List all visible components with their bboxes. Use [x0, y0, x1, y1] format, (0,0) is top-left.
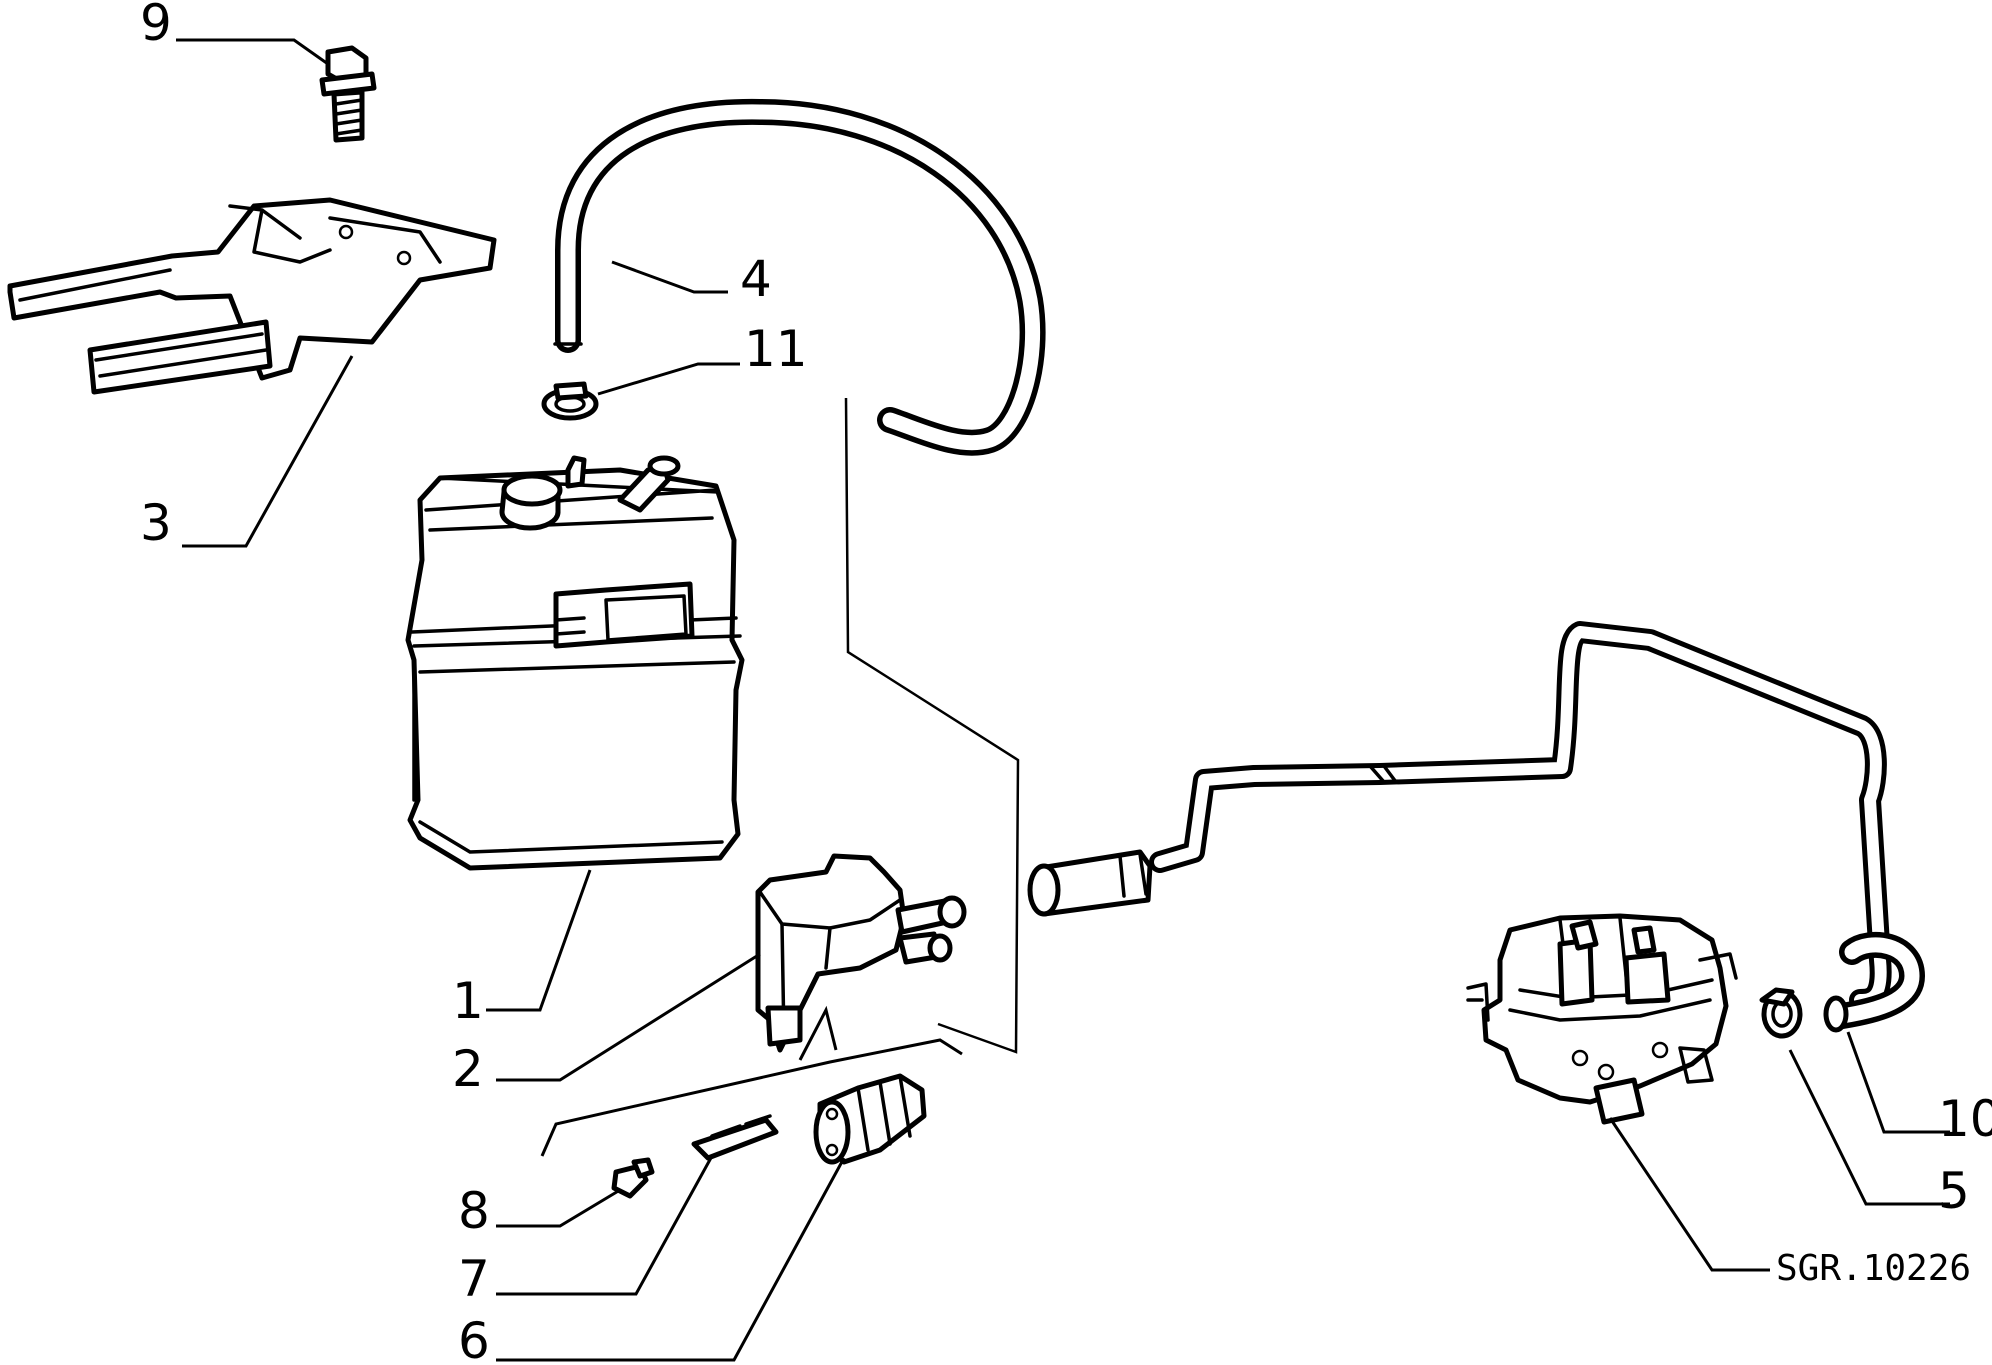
part-6-connector[interactable] — [813, 1073, 927, 1165]
leader-9 — [176, 38, 329, 66]
leader-3 — [182, 355, 354, 548]
part-3-bracket[interactable] — [7, 197, 497, 395]
assembly-guide-line — [844, 397, 1020, 1054]
leader-lines — [176, 38, 1950, 1362]
leader-4 — [611, 260, 728, 294]
callout-4: 4 — [740, 250, 772, 308]
leader-1 — [486, 869, 592, 1012]
callout-10: 10 — [1938, 1090, 1992, 1148]
part-8-plug[interactable] — [611, 1157, 655, 1199]
part-1-canister[interactable] — [405, 455, 745, 871]
reference-code: SGR.10226 — [1776, 1248, 1971, 1289]
part-11-hose-clamp[interactable] — [541, 381, 599, 421]
leader-2 — [496, 952, 761, 1082]
throttle-body-assembly[interactable] — [1466, 913, 1738, 1125]
part-7-terminal[interactable] — [691, 1114, 779, 1161]
callout-7: 7 — [458, 1250, 490, 1308]
callout-1: 1 — [452, 972, 484, 1030]
callout-11: 11 — [744, 320, 808, 378]
part-9-bolt[interactable] — [319, 45, 377, 143]
leader-7 — [496, 1155, 714, 1296]
callout-9: 9 — [140, 0, 172, 52]
callout-labels: 9 4 11 3 1 2 8 7 6 10 5 SGR.10226 — [140, 0, 1992, 1365]
part-10-elbow-hose[interactable] — [1823, 931, 1925, 1033]
connector-group-line — [540, 1038, 963, 1157]
leader-11 — [597, 362, 740, 396]
leader-6 — [496, 1157, 846, 1362]
part-2-solenoid-valve[interactable] — [755, 853, 967, 1053]
callout-3: 3 — [140, 494, 172, 552]
leader-5 — [1788, 1049, 1950, 1206]
part-4-hose[interactable] — [553, 98, 1046, 456]
part-5-clamp[interactable] — [1759, 987, 1803, 1039]
callout-2: 2 — [452, 1040, 484, 1098]
part-fuel-pipe[interactable] — [1027, 621, 1892, 1011]
leader-8 — [496, 1188, 621, 1228]
leader-10 — [1846, 1031, 1950, 1134]
leader-ref — [1608, 1117, 1770, 1272]
callout-5: 5 — [1938, 1162, 1970, 1220]
callout-8: 8 — [458, 1182, 490, 1240]
callout-6: 6 — [458, 1312, 490, 1365]
